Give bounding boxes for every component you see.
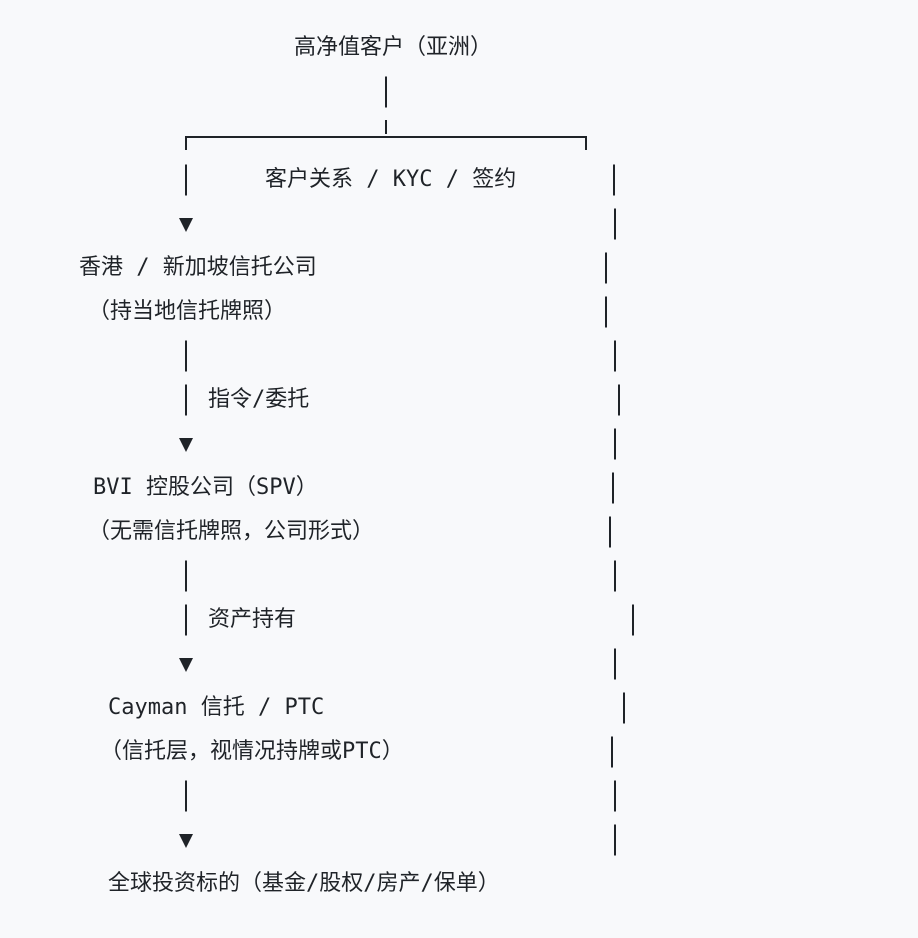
down-arrow-icon bbox=[179, 438, 193, 452]
node-cayman-trust-title: Cayman 信托 / PTC bbox=[108, 695, 325, 720]
branch-label: 客户关系 / KYC / 签约 bbox=[265, 167, 517, 192]
right-spine bbox=[623, 692, 625, 724]
left-spine bbox=[185, 560, 187, 592]
left-spine bbox=[185, 384, 187, 416]
branch-bracket-line bbox=[185, 136, 587, 138]
down-arrow-icon bbox=[179, 834, 193, 848]
branch-right-drop bbox=[585, 136, 587, 150]
right-spine bbox=[612, 472, 614, 504]
right-spine bbox=[605, 252, 607, 284]
right-spine bbox=[614, 428, 616, 460]
right-spine bbox=[614, 780, 616, 812]
left-spine bbox=[185, 340, 187, 372]
right-spine bbox=[632, 604, 634, 636]
right-spine bbox=[618, 384, 620, 416]
right-spine bbox=[609, 516, 611, 548]
down-arrow-icon bbox=[179, 658, 193, 672]
left-spine bbox=[185, 780, 187, 812]
down-arrow-icon bbox=[179, 218, 193, 232]
branch-junction bbox=[385, 120, 387, 134]
left-spine bbox=[185, 604, 187, 636]
right-spine bbox=[611, 736, 613, 768]
left-spine bbox=[185, 164, 187, 196]
edge-label-asset-holding: 资产持有 bbox=[208, 607, 297, 632]
root-connector bbox=[385, 76, 387, 108]
node-hk-sg-trust-title: 香港 / 新加坡信托公司 bbox=[79, 255, 317, 280]
right-spine bbox=[614, 824, 616, 856]
branch-left-drop bbox=[185, 136, 187, 150]
node-bvi-spv-subtitle: （无需信托牌照，公司形式） bbox=[88, 519, 375, 544]
right-spine bbox=[614, 648, 616, 680]
node-bvi-spv-title: BVI 控股公司（SPV） bbox=[93, 475, 318, 500]
node-global-investments: 全球投资标的（基金/股权/房产/保单） bbox=[108, 871, 500, 896]
node-cayman-trust-subtitle: （信托层，视情况持牌或PTC） bbox=[100, 739, 404, 764]
right-spine bbox=[614, 560, 616, 592]
right-spine bbox=[613, 164, 615, 196]
right-spine bbox=[605, 296, 607, 328]
root-node-label: 高净值客户（亚洲） bbox=[294, 35, 493, 60]
right-spine bbox=[614, 340, 616, 372]
edge-label-instruction: 指令/委托 bbox=[208, 387, 310, 412]
node-hk-sg-trust-subtitle: （持当地信托牌照） bbox=[88, 299, 287, 324]
right-spine bbox=[614, 208, 616, 240]
